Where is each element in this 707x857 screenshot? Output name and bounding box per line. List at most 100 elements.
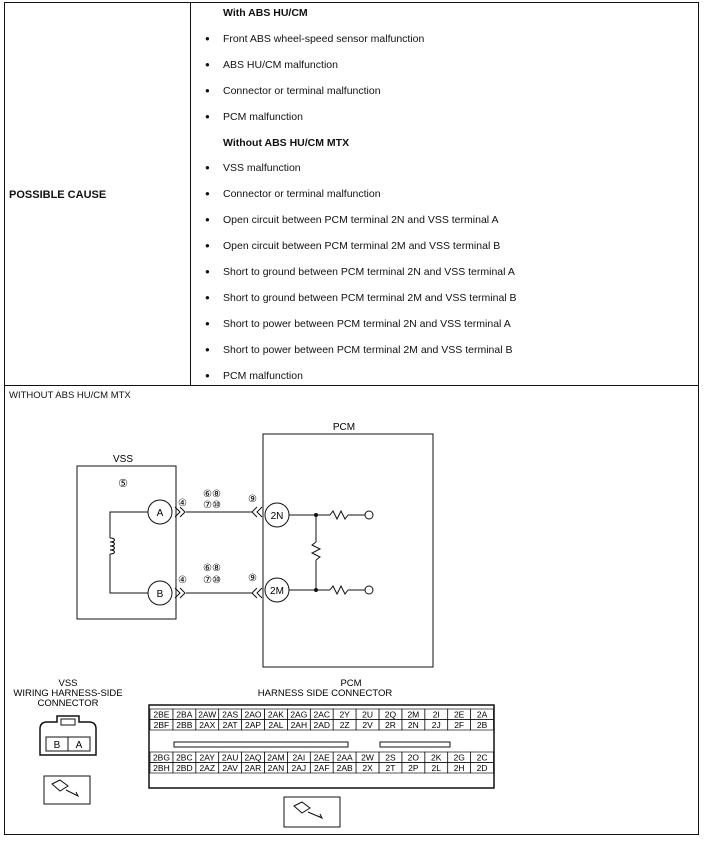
vss-pin-a: A bbox=[76, 740, 83, 751]
cause-list-item: Short to ground between PCM terminal 2M … bbox=[205, 292, 517, 304]
pcm-pin-label: 2BH bbox=[153, 763, 170, 773]
cause-list-item-text: Open circuit between PCM terminal 2N and… bbox=[223, 214, 499, 227]
pcm-pin-cell bbox=[470, 762, 494, 774]
vss-view-direction-box bbox=[43, 775, 91, 805]
pcm-pin-label: 2E bbox=[454, 710, 465, 720]
cause-list-item-text: Short to ground between PCM terminal 2N … bbox=[223, 266, 515, 278]
pcm-pin-label: 2AJ bbox=[292, 763, 307, 773]
pcm-pin-label: 2BE bbox=[153, 710, 169, 720]
vss-note-number: ⑤ bbox=[118, 478, 128, 490]
pcm-pin-label: 2Q bbox=[385, 710, 397, 720]
pcm-pin-label: 2M bbox=[407, 710, 419, 720]
cause-list-item-text: Connector or terminal malfunction bbox=[223, 188, 381, 201]
pcm-pin-label: 2AF bbox=[314, 763, 330, 773]
cause-list-item-text: Open circuit between PCM terminal 2M and… bbox=[223, 240, 501, 253]
cause-list-item-text: VSS malfunction bbox=[223, 162, 301, 175]
cause-list-item: ABS HU/CM malfunction bbox=[205, 59, 338, 71]
pcm-pin-label: 2L bbox=[432, 763, 442, 773]
wire-top-notes-1: ⑥⑧ bbox=[203, 489, 221, 500]
junction-dot-bottom bbox=[314, 588, 318, 592]
wire-bottom-notes-2: ⑦⑩ bbox=[203, 575, 221, 586]
pcm-pin-label: 2AW bbox=[198, 710, 216, 720]
pcm-pin-label: 2AZ bbox=[199, 763, 215, 773]
cause-group-heading: Without ABS HU/CM MTX bbox=[205, 137, 349, 149]
pcm-pin-label: 2AE bbox=[314, 753, 330, 763]
cause-group-heading-text: With ABS HU/CM bbox=[223, 7, 308, 19]
pcm-connector-shell bbox=[148, 704, 495, 789]
cause-list-item: PCM malfunction bbox=[205, 111, 303, 123]
pcm-pin-label: 2U bbox=[362, 710, 373, 720]
pcm-view-direction-box bbox=[283, 796, 341, 828]
pcm-pin-label: 2J bbox=[432, 720, 441, 730]
pcm-pin-label: 2W bbox=[361, 753, 374, 763]
pcm-pin-label: 2AA bbox=[337, 753, 353, 763]
pcm-pin-label: 2AS bbox=[222, 710, 238, 720]
pcm-internal-circuit bbox=[289, 509, 374, 596]
pcm-pin-label: 2AK bbox=[268, 710, 284, 720]
pcm-pin-label: 2AH bbox=[291, 720, 308, 730]
pcm-pin-label: 2H bbox=[454, 763, 465, 773]
cause-list-item: PCM malfunction bbox=[205, 370, 303, 382]
terminal-a-circle bbox=[147, 499, 173, 525]
pcm-pin-label: 2AX bbox=[199, 720, 215, 730]
terminal-2m-label: 2M bbox=[270, 586, 284, 597]
pcm-pin-label: 2AN bbox=[268, 763, 285, 773]
pcm-pin-label: 2BB bbox=[176, 720, 192, 730]
cause-list-item: Short to ground between PCM terminal 2N … bbox=[205, 266, 515, 278]
cause-list-item: Open circuit between PCM terminal 2M and… bbox=[205, 240, 500, 252]
pcm-pin-label: 2BA bbox=[176, 710, 192, 720]
pcm-pin-label: 2A bbox=[477, 710, 488, 720]
terminal-b-label: B bbox=[157, 589, 164, 600]
pcm-pin-label: 2AG bbox=[290, 710, 307, 720]
pcm-pin-label: 2AY bbox=[200, 753, 216, 763]
pcm-pin-label: 2X bbox=[362, 763, 373, 773]
pcm-pin-cell bbox=[470, 719, 494, 731]
pcm-block bbox=[262, 433, 434, 668]
pcm-pin-label: 2AO bbox=[245, 710, 262, 720]
diagram-section-label: WITHOUT ABS HU/CM MTX bbox=[9, 390, 131, 401]
coil-wire-bottom bbox=[109, 554, 160, 594]
connector-9-top-label: ⑨ bbox=[248, 494, 257, 505]
cause-list-item: Connector or terminal malfunction bbox=[205, 188, 381, 200]
wire-top-notes-2: ⑦⑩ bbox=[203, 500, 221, 511]
connector-4-bottom-label: ④ bbox=[178, 575, 187, 586]
pcm-pin-label: 2AV bbox=[222, 763, 238, 773]
coil-icon bbox=[109, 537, 115, 555]
pcm-pin-label: 2C bbox=[477, 753, 488, 763]
vss-connector-latch-icon bbox=[60, 718, 76, 726]
pcm-pin-label: 2F bbox=[454, 720, 464, 730]
pcm-pin-label: 2AR bbox=[245, 763, 262, 773]
vss-pin-b: B bbox=[54, 740, 61, 751]
pcm-pin-label: 2AC bbox=[313, 710, 330, 720]
pcm-connector-key-left bbox=[173, 741, 349, 748]
cause-list-item-text: Connector or terminal malfunction bbox=[223, 84, 381, 97]
cause-group-heading-text: Without ABS HU/CM MTX bbox=[223, 136, 350, 149]
pcm-pin-label: 2N bbox=[408, 720, 419, 730]
pcm-pin-label: 2AU bbox=[222, 753, 239, 763]
pcm-pin-label: 2Z bbox=[340, 720, 350, 730]
pcm-connector-title-1: PCM bbox=[340, 678, 361, 689]
cause-list-item-text: Short to power between PCM terminal 2N a… bbox=[223, 317, 511, 330]
cause-list-item: Front ABS wheel-speed sensor malfunction bbox=[205, 33, 424, 45]
connector-4-top-label: ④ bbox=[178, 498, 187, 509]
pcm-pin-label: 2Y bbox=[339, 710, 350, 720]
cause-list-item-text: Front ABS wheel-speed sensor malfunction bbox=[223, 32, 425, 45]
connector-chevron-bottom-icon bbox=[174, 587, 186, 599]
cause-list-item: Short to power between PCM terminal 2N a… bbox=[205, 318, 511, 330]
pcm-pin-label: 2AD bbox=[313, 720, 330, 730]
cause-list-item: Open circuit between PCM terminal 2N and… bbox=[205, 214, 498, 226]
vss-connector-title-1: VSS bbox=[58, 678, 77, 689]
pcm-pin-label: 2BC bbox=[176, 753, 193, 763]
pcm-label: PCM bbox=[333, 422, 355, 433]
table-bottom-divider bbox=[5, 385, 698, 386]
cause-list-item-text: PCM malfunction bbox=[223, 369, 303, 382]
cause-list-item: Connector or terminal malfunction bbox=[205, 85, 381, 97]
pcm-pin-label: 2P bbox=[408, 763, 419, 773]
vss-label: VSS bbox=[113, 454, 133, 465]
vss-connector-title-3: CONNECTOR bbox=[37, 698, 98, 709]
pcm-pin-label: 2AI bbox=[292, 753, 305, 763]
vss-connector-shell bbox=[39, 715, 97, 756]
pcm-pin-label: 2V bbox=[362, 720, 373, 730]
